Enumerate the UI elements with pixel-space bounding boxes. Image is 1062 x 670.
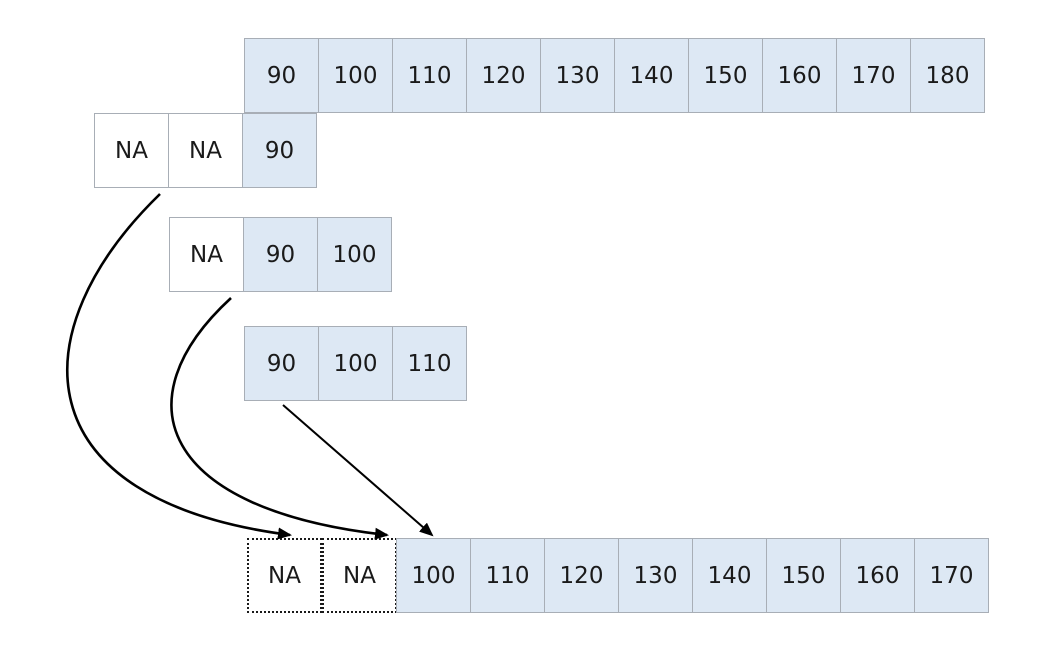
result-cell: 160 bbox=[840, 538, 915, 613]
window-cell: 90 bbox=[243, 217, 318, 292]
window-cell: 110 bbox=[392, 326, 467, 401]
window-row-3: 90 100 110 bbox=[244, 326, 467, 401]
result-cell: 120 bbox=[544, 538, 619, 613]
result-na-cell: NA bbox=[247, 538, 322, 613]
window-cell: 100 bbox=[318, 326, 393, 401]
series-cell: 140 bbox=[614, 38, 689, 113]
window-cell: 90 bbox=[244, 326, 319, 401]
source-series-row: 90 100 110 120 130 140 150 160 170 180 bbox=[244, 38, 985, 113]
window-row-2: NA 90 100 bbox=[169, 217, 392, 292]
na-cell: NA bbox=[169, 217, 244, 292]
series-cell: 150 bbox=[688, 38, 763, 113]
na-cell: NA bbox=[94, 113, 169, 188]
series-cell: 120 bbox=[466, 38, 541, 113]
result-series-row: NA NA 100 110 120 130 140 150 160 170 bbox=[247, 538, 989, 613]
series-cell: 100 bbox=[318, 38, 393, 113]
result-cell: 150 bbox=[766, 538, 841, 613]
result-cell: 110 bbox=[470, 538, 545, 613]
series-cell: 180 bbox=[910, 38, 985, 113]
na-cell: NA bbox=[168, 113, 243, 188]
window-cell: 100 bbox=[317, 217, 392, 292]
series-cell: 110 bbox=[392, 38, 467, 113]
series-cell: 160 bbox=[762, 38, 837, 113]
window-cell: 90 bbox=[242, 113, 317, 188]
series-cell: 90 bbox=[244, 38, 319, 113]
result-na-cell: NA bbox=[322, 538, 397, 613]
result-cell: 100 bbox=[396, 538, 471, 613]
window-row-1: NA NA 90 bbox=[94, 113, 317, 188]
series-cell: 170 bbox=[836, 38, 911, 113]
arrow-window3-to-result-first bbox=[282, 404, 434, 537]
result-cell: 170 bbox=[914, 538, 989, 613]
series-cell: 130 bbox=[540, 38, 615, 113]
result-cell: 130 bbox=[618, 538, 693, 613]
result-cell: 140 bbox=[692, 538, 767, 613]
